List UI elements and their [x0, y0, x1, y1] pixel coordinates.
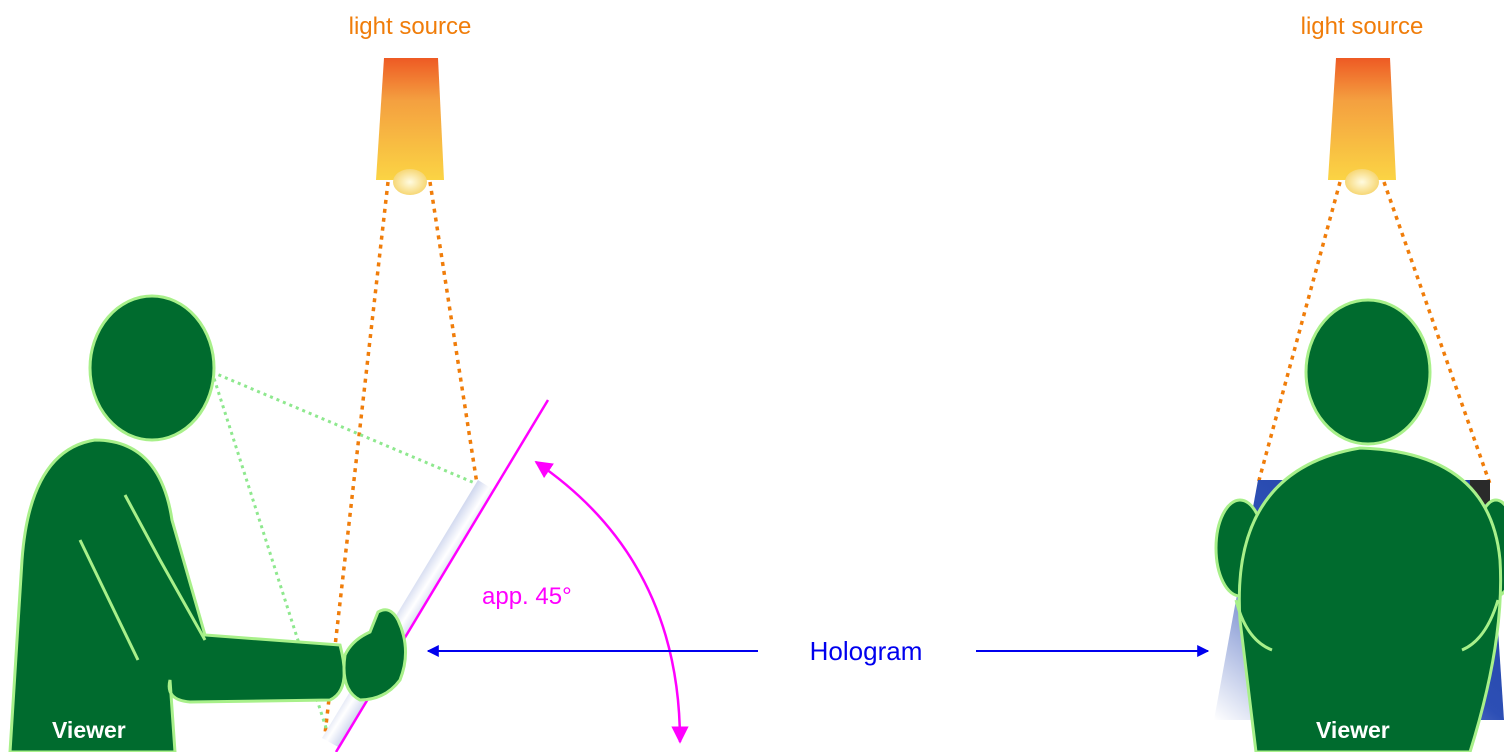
viewer-label-left: Viewer	[52, 717, 126, 743]
light-source-label-left: light source	[349, 13, 472, 40]
light-ray-left-b	[428, 181, 479, 485]
light-source-label-right: light source	[1301, 13, 1424, 40]
sight-line-left-a	[211, 370, 478, 486]
hologram-plate-icon	[322, 480, 494, 748]
lamp-shade-icon	[1328, 58, 1396, 195]
person-silhouette-icon	[1214, 298, 1504, 752]
lamp-shade-icon	[376, 58, 444, 195]
angle-label: app. 45°	[482, 583, 572, 610]
person-silhouette-icon	[8, 294, 407, 752]
viewer-label-right: Viewer	[1316, 717, 1390, 743]
hologram-label: Hologram	[810, 636, 923, 666]
light-ray-left-a	[323, 181, 390, 735]
angle-arc-arrow	[534, 460, 689, 744]
light-ray-right-a	[1256, 181, 1342, 485]
